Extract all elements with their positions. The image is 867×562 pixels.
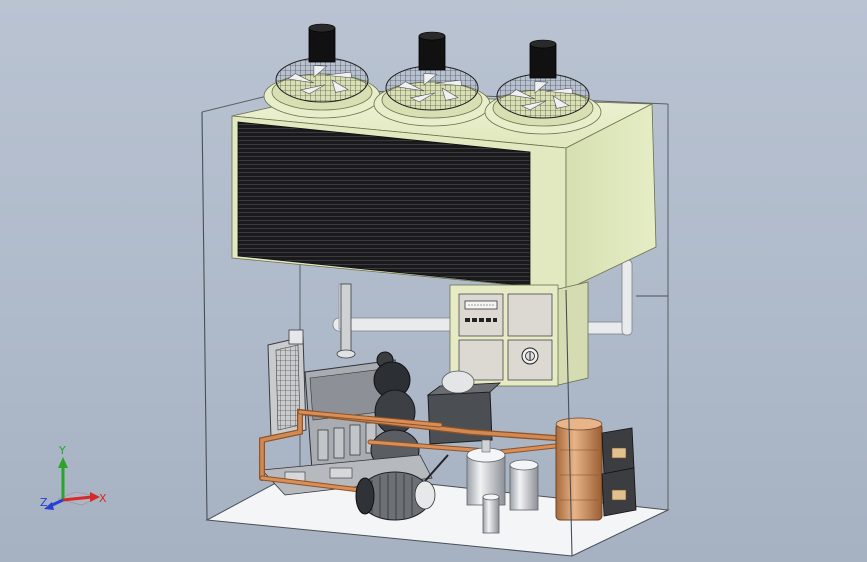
fan-blade <box>520 100 547 111</box>
water-tanks <box>601 427 637 517</box>
oil-filter <box>482 493 500 534</box>
triad-y-label: Y <box>58 444 66 457</box>
exhaust-stack <box>340 283 352 355</box>
triad-z-label: Z <box>40 496 48 509</box>
exchanger-top <box>555 417 603 431</box>
mount-2 <box>329 467 353 479</box>
fan-1[interactable] <box>263 23 381 119</box>
coordinate-triad[interactable]: Y X Z <box>40 444 107 510</box>
fan-motor-top <box>418 31 446 41</box>
radiator-cap <box>288 329 304 345</box>
keypad-icon[interactable] <box>465 318 497 322</box>
exchanger-ribs <box>560 449 598 501</box>
fan-blade <box>331 79 349 93</box>
fan-blade <box>287 73 315 84</box>
fan-blade <box>397 81 425 92</box>
radiator-core <box>275 344 301 431</box>
fan-blade <box>435 79 462 87</box>
triad-x-label: X <box>99 492 107 505</box>
muffler <box>441 370 475 394</box>
enclosure-front-edges <box>201 111 668 557</box>
triad-x-arrowhead <box>90 492 100 502</box>
drive-belt <box>424 454 449 482</box>
fan-blade <box>325 71 352 79</box>
diesel-engine[interactable] <box>261 283 502 496</box>
fan-motor-icon <box>308 27 336 63</box>
plate-heat-exchanger[interactable] <box>555 417 637 521</box>
fan-blade <box>423 73 438 86</box>
fan-blade <box>534 81 549 94</box>
receiver-tanks[interactable] <box>466 439 539 534</box>
control-panel[interactable] <box>449 281 589 387</box>
triad-z-arrowhead <box>44 502 54 510</box>
fan-blade <box>508 89 536 100</box>
fan-motor-top <box>529 39 557 49</box>
triad-y-arrowhead <box>58 457 68 468</box>
triad-x-axis <box>62 495 93 502</box>
rotary-switch-icon[interactable] <box>521 347 539 365</box>
fan-blade <box>552 95 570 109</box>
control-panel-side <box>553 281 589 387</box>
accumulator-tank <box>509 459 539 511</box>
panel-cell-blank-top <box>507 293 553 337</box>
fan-guard-icon <box>385 65 479 111</box>
fan-guard-icon <box>275 57 369 103</box>
lcd-display-icon <box>464 300 498 310</box>
fan-3[interactable] <box>484 39 602 135</box>
panel-cell-display <box>458 293 504 337</box>
exhaust-collar <box>336 349 356 359</box>
fan-motor-top <box>308 23 336 33</box>
fan-motor-icon <box>418 35 446 71</box>
condenser-side-face <box>565 103 657 291</box>
motor-pulley <box>414 480 436 510</box>
fan-blade <box>313 65 328 78</box>
fan-motor-icon <box>529 43 557 79</box>
fuel-tank <box>427 391 493 445</box>
compressor-motor[interactable] <box>355 454 449 521</box>
fan-blade <box>441 87 459 101</box>
panel-cell-blank-bottom <box>458 339 504 381</box>
fan-guard-icon <box>496 73 590 119</box>
fan-blade <box>409 92 436 103</box>
motor-endcap <box>355 477 375 515</box>
fan-blade <box>546 87 573 95</box>
fan-blade <box>299 84 326 95</box>
fan-2[interactable] <box>373 31 491 127</box>
